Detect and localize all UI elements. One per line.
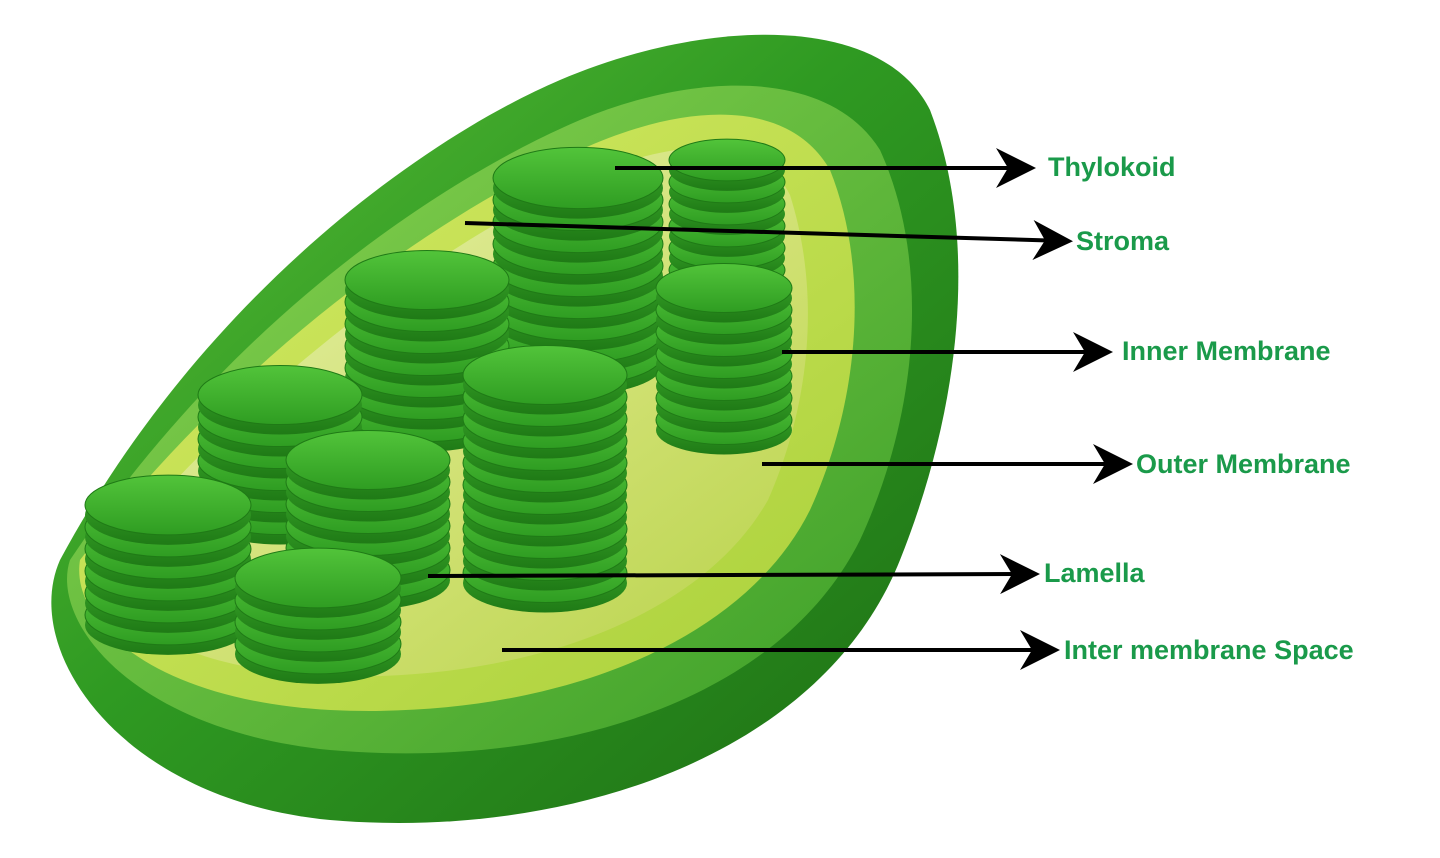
thylakoid-disc — [655, 263, 793, 313]
label-stroma: Stroma — [1076, 226, 1170, 256]
granum-stack — [234, 547, 402, 684]
thylakoid-disc — [344, 249, 510, 311]
thylakoid-disc — [84, 474, 252, 536]
thylakoid-disc — [234, 547, 402, 609]
thylakoid-disc — [462, 344, 628, 406]
thylakoid-disc — [285, 429, 451, 491]
granum-stack — [462, 344, 628, 613]
label-arrows — [427, 148, 1133, 670]
label-thylakoid: Thylokoid — [1048, 152, 1176, 182]
label-inner-membrane: Inner Membrane — [1122, 336, 1331, 366]
grana-stacks — [84, 138, 793, 684]
labels: Thylokoid Stroma Inner Membrane Outer Me… — [1044, 152, 1354, 665]
thylakoid-disc — [492, 146, 664, 210]
label-outer-membrane: Outer Membrane — [1136, 449, 1351, 479]
granum-stack — [84, 474, 252, 655]
granum-stack — [655, 263, 793, 455]
label-lamella: Lamella — [1044, 558, 1146, 588]
thylakoid-disc — [197, 364, 363, 426]
arrow-lamella — [427, 554, 1040, 595]
thylakoid-disc — [668, 138, 786, 182]
arrow-stroma — [464, 220, 1073, 261]
label-intermembrane-space: Inter membrane Space — [1064, 635, 1354, 665]
